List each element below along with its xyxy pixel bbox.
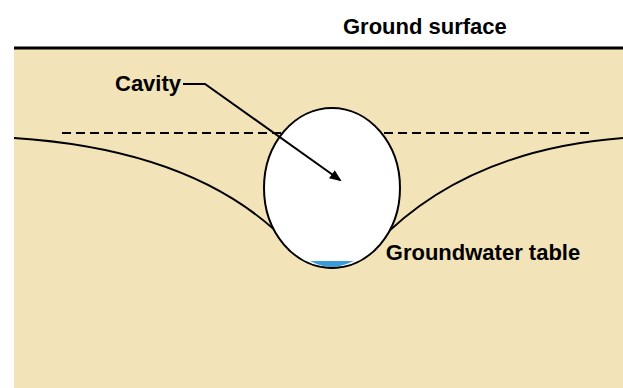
ground-surface-label: Ground surface bbox=[343, 14, 507, 40]
water-pool bbox=[310, 261, 354, 267]
leader-arrow bbox=[183, 84, 340, 180]
soil-ground bbox=[14, 48, 623, 388]
cavity-shape bbox=[264, 108, 400, 268]
ground-surface-line bbox=[14, 47, 623, 50]
groundwater-label: Groundwater table bbox=[383, 236, 583, 270]
cavity-label: Cavity bbox=[115, 71, 181, 97]
